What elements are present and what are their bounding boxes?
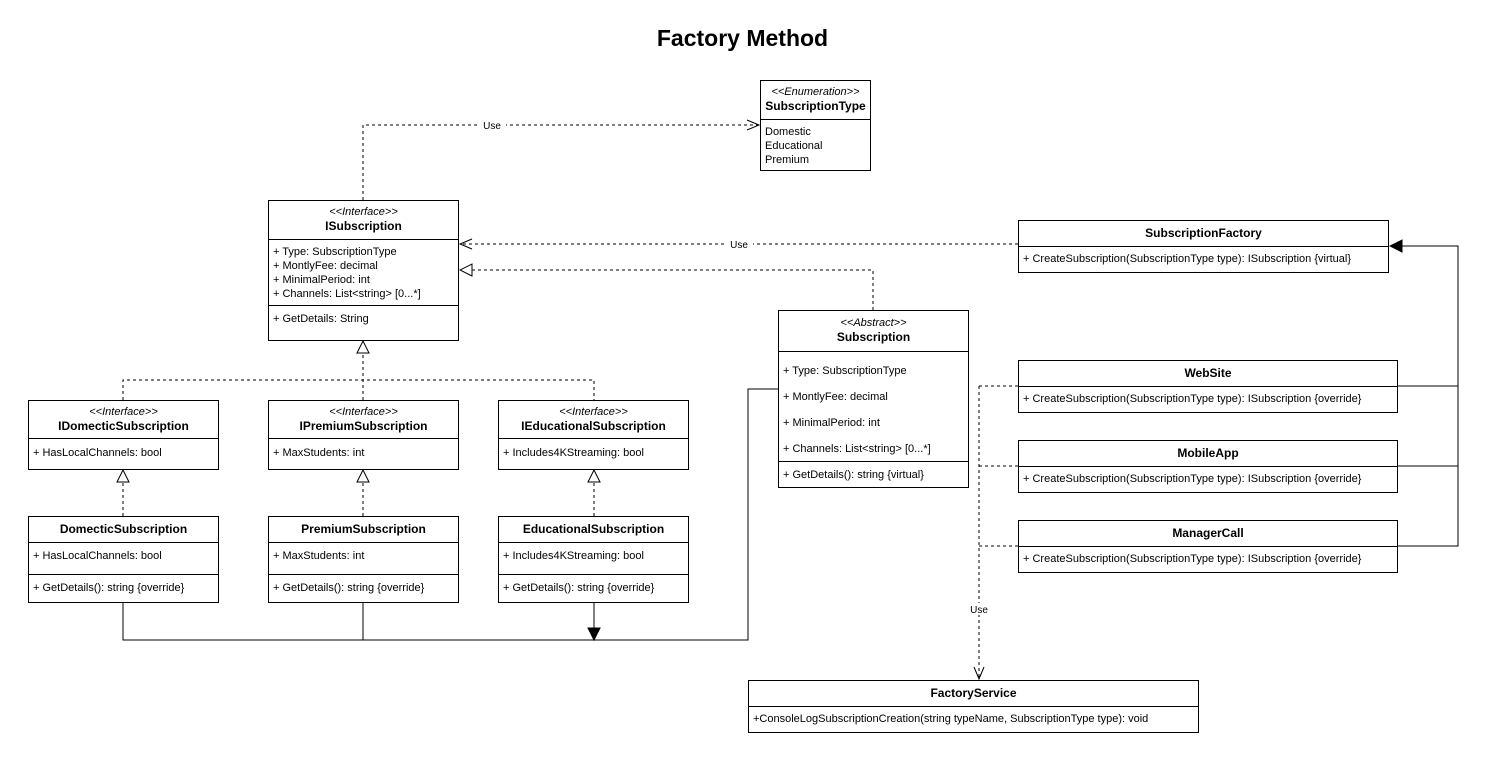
class-managercall: ManagerCall + CreateSubscription(Subscri… <box>1018 520 1398 573</box>
class-subscription: <<Abstract>> Subscription + Type: Subscr… <box>778 310 969 488</box>
stereotype: <<Abstract>> <box>840 317 907 329</box>
edge-label-service-use: Use <box>970 605 988 616</box>
class-name: PremiumSubscription <box>301 522 426 536</box>
class-name: IPremiumSubscription <box>299 418 428 433</box>
edge-interfaces-extend-isubscription <box>122 341 595 400</box>
enum-value: Educational <box>765 140 823 152</box>
method: + CreateSubscription(SubscriptionType ty… <box>1023 393 1362 405</box>
attribute: + MaxStudents: int <box>273 550 365 562</box>
class-website: WebSite + CreateSubscription(Subscriptio… <box>1018 360 1398 413</box>
attribute: + MinimalPeriod: int <box>273 274 370 286</box>
class-educational-subscription: EducationalSubscription + Includes4KStre… <box>498 516 689 603</box>
method: + GetDetails(): string {override} <box>273 582 425 594</box>
class-name: ManagerCall <box>1172 526 1244 540</box>
class-domestic-subscription: DomecticSubscription + HasLocalChannels:… <box>28 516 219 603</box>
class-name: DomecticSubscription <box>59 522 188 536</box>
class-name: EducationalSubscription <box>522 522 665 536</box>
class-name: FactoryService <box>930 686 1017 700</box>
attribute: + Type: SubscriptionType <box>783 365 907 377</box>
attribute: + MinimalPeriod: int <box>783 417 880 429</box>
stereotype: <<Interface>> <box>329 405 398 418</box>
enum-value: Premium <box>765 154 810 166</box>
class-name: SubscriptionType <box>765 99 866 113</box>
enum-value: Domestic <box>765 126 811 138</box>
class-premium-subscription: PremiumSubscription + MaxStudents: int +… <box>268 516 459 603</box>
edge-creators-use-service <box>979 385 1018 679</box>
class-subscription-factory: SubscriptionFactory + CreateSubscription… <box>1018 220 1389 273</box>
class-name: MobileApp <box>1177 446 1239 460</box>
class-name: IEducationalSubscription <box>521 418 666 433</box>
attribute: + Channels: List<string> [0...*] <box>783 443 931 455</box>
stereotype: <<Interface>> <box>89 405 158 418</box>
edge-label-enum-use: Use <box>483 121 501 132</box>
attribute: + Channels: List<string> [0...*] <box>273 288 421 300</box>
class-mobileapp: MobileApp + CreateSubscription(Subscript… <box>1018 440 1398 493</box>
stereotype: <<Enumeration>> <box>771 86 860 98</box>
class-name: IDomecticSubscription <box>58 418 189 433</box>
method: + CreateSubscription(SubscriptionType ty… <box>1023 253 1352 265</box>
method: + GetDetails(): string {override} <box>503 582 655 594</box>
stereotype: <<Interface>> <box>329 206 398 218</box>
stereotype: <<Interface>> <box>559 405 628 418</box>
attribute: + HasLocalChannels: bool <box>33 550 162 562</box>
class-ieducational-subscription: <<Interface>> IEducationalSubscription +… <box>498 400 689 470</box>
class-idomestic-subscription: <<Interface>> IDomecticSubscription + Ha… <box>28 400 219 470</box>
class-name: Subscription <box>836 330 911 344</box>
class-factory-service: FactoryService +ConsoleLogSubscriptionCr… <box>748 680 1199 733</box>
edge-label-factory-use: Use <box>730 240 748 251</box>
diagram-title: Factory Method <box>656 25 829 51</box>
class-name: SubscriptionFactory <box>1145 226 1262 240</box>
class-name: WebSite <box>1184 366 1232 380</box>
edge-isubscription-uses-enum <box>362 125 759 200</box>
class-isubscription: <<Interface>> ISubscription + Type: Subs… <box>268 200 459 341</box>
class-ipremium-subscription: <<Interface>> IPremiumSubscription + Max… <box>268 400 459 470</box>
method: + GetDetails(): string {virtual} <box>783 469 924 481</box>
method: + CreateSubscription(SubscriptionType ty… <box>1023 553 1362 565</box>
attribute: + MontlyFee: decimal <box>273 260 378 272</box>
edge-concrete-extend-subscription <box>122 388 778 640</box>
method: +ConsoleLogSubscriptionCreation(string t… <box>753 713 1149 725</box>
edge-creators-extend-factory <box>1390 246 1459 547</box>
attribute: + MaxStudents: int <box>273 447 365 459</box>
method: + GetDetails(): string {override} <box>33 582 185 594</box>
attribute: + MontlyFee: decimal <box>783 391 888 403</box>
method: + GetDetails: String <box>273 313 369 325</box>
class-name: ISubscription <box>325 219 402 233</box>
attribute: + HasLocalChannels: bool <box>33 447 162 459</box>
attribute: + Type: SubscriptionType <box>273 246 397 258</box>
method: + CreateSubscription(SubscriptionType ty… <box>1023 473 1362 485</box>
attribute: + Includes4KStreaming: bool <box>503 550 644 562</box>
attribute: + Includes4KStreaming: bool <box>503 447 644 459</box>
edge-subscription-realizes-isubscription <box>460 270 874 310</box>
class-subscription-type: <<Enumeration>> SubscriptionType Domesti… <box>760 80 871 171</box>
